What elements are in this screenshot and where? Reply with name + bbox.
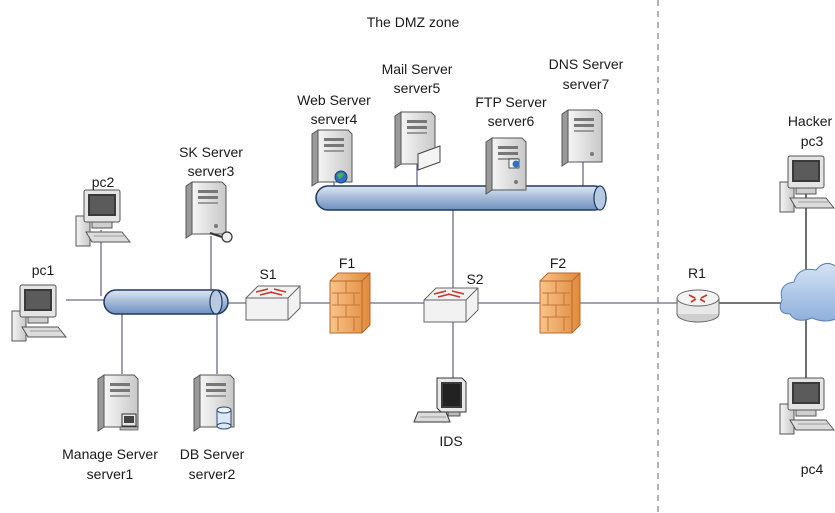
s2-label: S2: [466, 271, 483, 287]
pc3-role-label: Hacker: [788, 113, 833, 129]
server4-label: server4: [311, 111, 358, 127]
pc4-label: pc4: [801, 461, 824, 477]
server2-label: server2: [189, 466, 236, 482]
server7-label: server7: [563, 76, 610, 92]
server2-role-label: DB Server: [180, 446, 245, 462]
f1-label: F1: [339, 255, 356, 271]
server3-tower: [185, 181, 227, 239]
server5-role-label: Mail Server: [382, 61, 453, 77]
database-icon: [216, 406, 232, 430]
server6-label: server6: [488, 113, 535, 129]
server4-role-label: Web Server: [297, 92, 371, 108]
s1-switch: [245, 285, 301, 321]
ids-workstation: [413, 377, 467, 423]
server7-role-label: DNS Server: [549, 56, 624, 72]
f2-firewall: [539, 272, 581, 334]
pc2-label: pc2: [92, 174, 115, 190]
server6-tower: [485, 137, 527, 195]
ftp-icon: [508, 158, 520, 169]
s2-switch: [423, 287, 479, 323]
server3-label: server3: [188, 163, 235, 179]
f1-firewall: [329, 272, 371, 334]
lan-bus: [103, 289, 229, 315]
monitor-badge-icon: [119, 413, 139, 431]
pc3-label: pc3: [801, 133, 824, 149]
pc4-computer: [779, 377, 835, 435]
r1-label: R1: [688, 265, 706, 281]
pc1-label: pc1: [32, 262, 55, 278]
internet-cloud-icon: [779, 263, 835, 322]
server1-label: server1: [87, 466, 134, 482]
server6-role-label: FTP Server: [475, 94, 547, 110]
pc3-computer: [779, 155, 835, 213]
s1-label: S1: [259, 266, 276, 282]
globe-icon: [334, 170, 348, 184]
f2-label: F2: [550, 255, 567, 271]
pc1-computer: [11, 284, 67, 342]
ids-label: IDS: [439, 433, 462, 449]
server5-label: server5: [394, 80, 441, 96]
server1-role-label: Manage Server: [62, 446, 158, 462]
key-icon: [209, 231, 233, 243]
dmz-bus: [315, 185, 607, 211]
mail-icon: [417, 145, 441, 171]
server3-role-label: SK Server: [179, 144, 243, 160]
pc2-computer: [75, 189, 131, 247]
r1-router: [676, 289, 720, 323]
server7-tower: [561, 109, 603, 167]
dmz-zone-title: The DMZ zone: [367, 14, 460, 30]
